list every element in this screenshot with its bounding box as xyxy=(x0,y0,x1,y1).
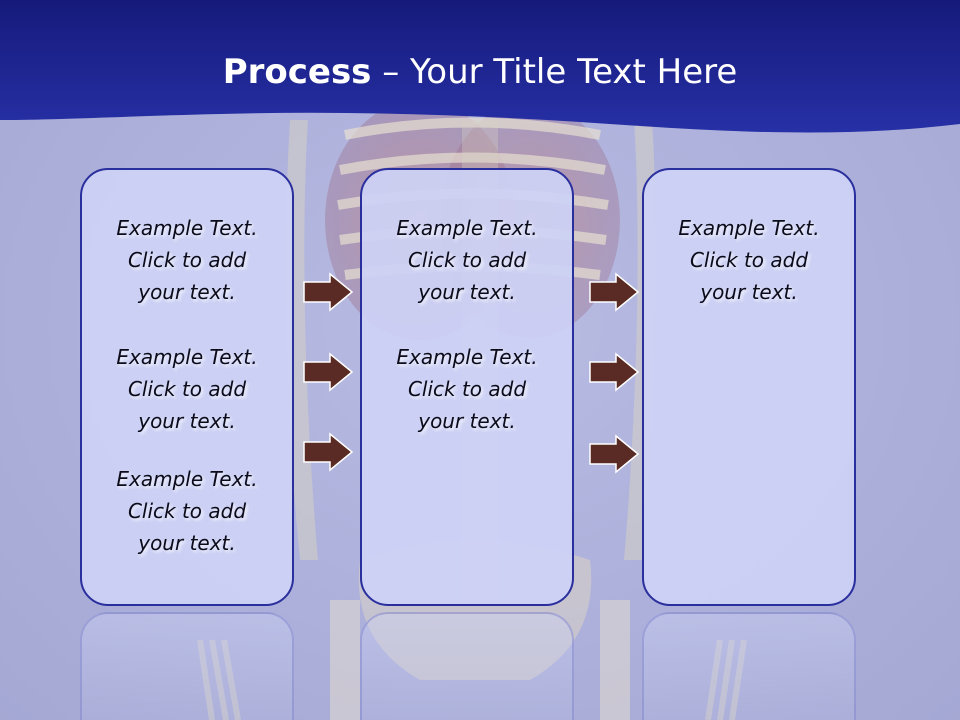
text-line: Example Text. xyxy=(116,467,258,491)
right-arrow-icon xyxy=(589,434,640,474)
text-line: Click to add xyxy=(127,377,247,401)
process-column-3[interactable]: Example Text. Click to add your text. xyxy=(642,168,856,606)
text-line: your text. xyxy=(138,409,236,433)
title-bold: Process xyxy=(222,52,372,92)
title-rest: – Your Title Text Here xyxy=(371,52,738,92)
slide-title[interactable]: Process – Your Title Text Here xyxy=(0,52,960,92)
column-3-reflection xyxy=(642,612,856,720)
right-arrow-icon xyxy=(303,352,354,392)
text-line: Example Text. xyxy=(396,345,538,369)
column-1-text-1[interactable]: Example Text. Click to add your text. xyxy=(82,212,292,308)
header-banner xyxy=(0,0,960,133)
text-line: Example Text. xyxy=(396,216,538,240)
column-2-text-2[interactable]: Example Text. Click to add your text. xyxy=(362,341,572,437)
process-column-2[interactable]: Example Text. Click to add your text. Ex… xyxy=(360,168,574,606)
text-line: Click to add xyxy=(407,248,527,272)
right-arrow-icon xyxy=(303,272,354,312)
text-line: your text. xyxy=(700,280,798,304)
text-line: Example Text. xyxy=(116,345,258,369)
column-3-text-1[interactable]: Example Text. Click to add your text. xyxy=(644,212,854,308)
text-line: your text. xyxy=(418,280,516,304)
text-line: Click to add xyxy=(407,377,527,401)
column-2-reflection xyxy=(360,612,574,720)
right-arrow-icon xyxy=(303,432,354,472)
text-line: Example Text. xyxy=(116,216,258,240)
text-line: your text. xyxy=(138,531,236,555)
column-1-text-2[interactable]: Example Text. Click to add your text. xyxy=(82,341,292,437)
text-line: your text. xyxy=(138,280,236,304)
text-line: Click to add xyxy=(127,499,247,523)
text-line: your text. xyxy=(418,409,516,433)
text-line: Click to add xyxy=(127,248,247,272)
text-line: Example Text. xyxy=(678,216,820,240)
right-arrow-icon xyxy=(589,352,640,392)
column-1-text-3[interactable]: Example Text. Click to add your text. xyxy=(82,463,292,559)
text-line: Click to add xyxy=(689,248,809,272)
column-2-text-1[interactable]: Example Text. Click to add your text. xyxy=(362,212,572,308)
process-column-1[interactable]: Example Text. Click to add your text. Ex… xyxy=(80,168,294,606)
column-1-reflection xyxy=(80,612,294,720)
right-arrow-icon xyxy=(589,272,640,312)
